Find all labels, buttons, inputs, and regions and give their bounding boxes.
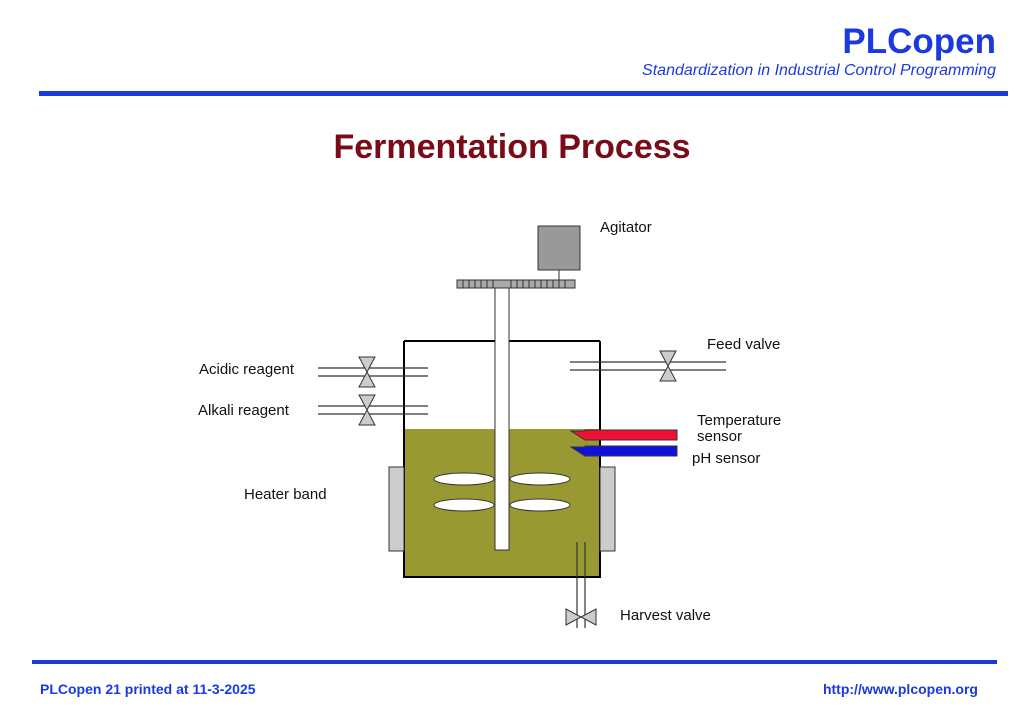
impeller-blade <box>433 498 495 512</box>
impeller-blade <box>509 498 571 512</box>
label-ph-sensor: pH sensor <box>692 450 761 467</box>
acidic-reagent-valve <box>358 356 376 388</box>
alkali-reagent-pipe <box>318 405 428 415</box>
brand-logo: PLCopen <box>842 22 996 61</box>
label-temperature-sensor-line2: sensor <box>697 428 743 445</box>
impeller-blade <box>509 472 571 486</box>
label-temperature-sensor-line1: Temperature <box>697 412 782 429</box>
temperature-sensor-probe <box>569 429 678 441</box>
label-feed-valve: Feed valve <box>707 336 781 353</box>
agitator-shaft <box>494 287 510 551</box>
impeller-blade <box>433 472 495 486</box>
heater-band-right <box>599 466 616 552</box>
acidic-reagent-pipe <box>318 367 428 377</box>
agitator-motor <box>537 225 581 271</box>
header-divider <box>39 91 1008 96</box>
footer-page-info: PLCopen 21 printed at 11-3-2025 <box>40 681 256 697</box>
brand-tagline: Standardization in Industrial Control Pr… <box>642 62 996 79</box>
footer-website-link[interactable]: http://www.plcopen.org <box>822 681 978 697</box>
ph-sensor-probe <box>569 445 678 457</box>
footer-divider <box>32 660 997 664</box>
agitator-gear <box>456 279 576 289</box>
tank-vessel <box>403 341 601 578</box>
label-agitator: Agitator <box>600 219 652 236</box>
feed-valve <box>659 350 677 382</box>
label-acidic-reagent: Acidic reagent <box>199 361 295 378</box>
harvest-valve <box>565 608 597 626</box>
heater-band-left <box>388 466 405 552</box>
harvest-pipe <box>576 542 586 628</box>
feed-pipe <box>570 361 726 371</box>
slide-title: Fermentation Process <box>333 128 691 166</box>
label-heater-band: Heater band <box>244 486 327 503</box>
alkali-reagent-valve <box>358 394 376 426</box>
label-alkali-reagent: Alkali reagent <box>198 402 289 419</box>
label-harvest-valve: Harvest valve <box>620 607 711 624</box>
